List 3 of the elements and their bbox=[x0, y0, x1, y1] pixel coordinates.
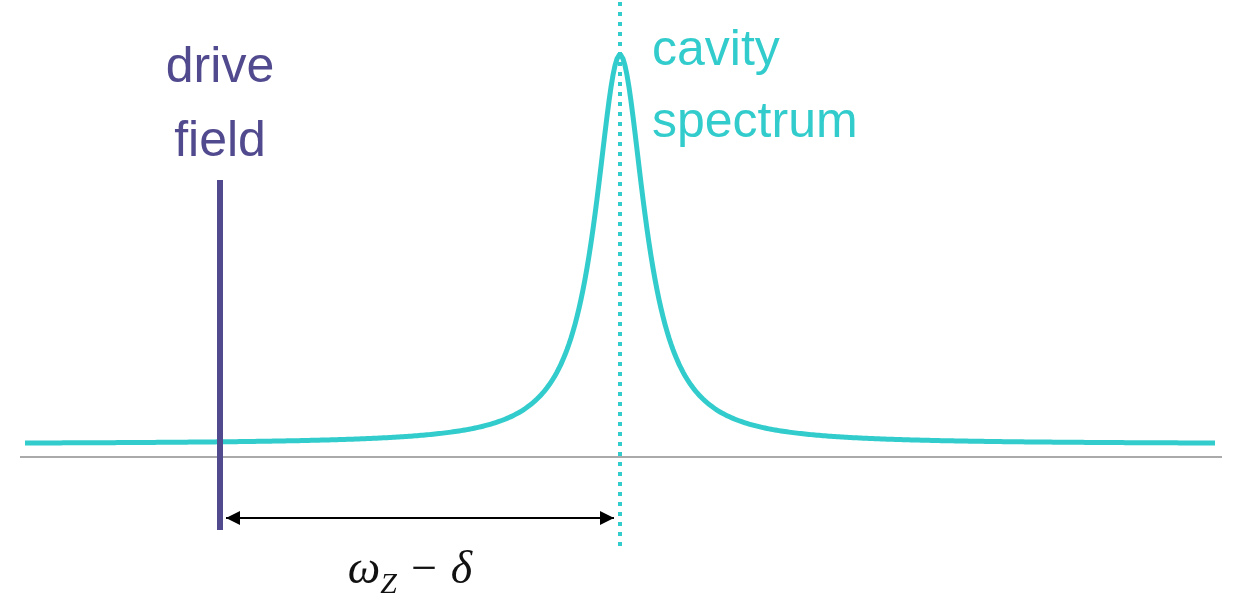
spectrum-label: cavity spectrum bbox=[652, 19, 859, 150]
detuning-formula: ω$_{Z}$ − δ bbox=[346, 541, 474, 602]
drive-field-label: drive field bbox=[164, 36, 276, 169]
